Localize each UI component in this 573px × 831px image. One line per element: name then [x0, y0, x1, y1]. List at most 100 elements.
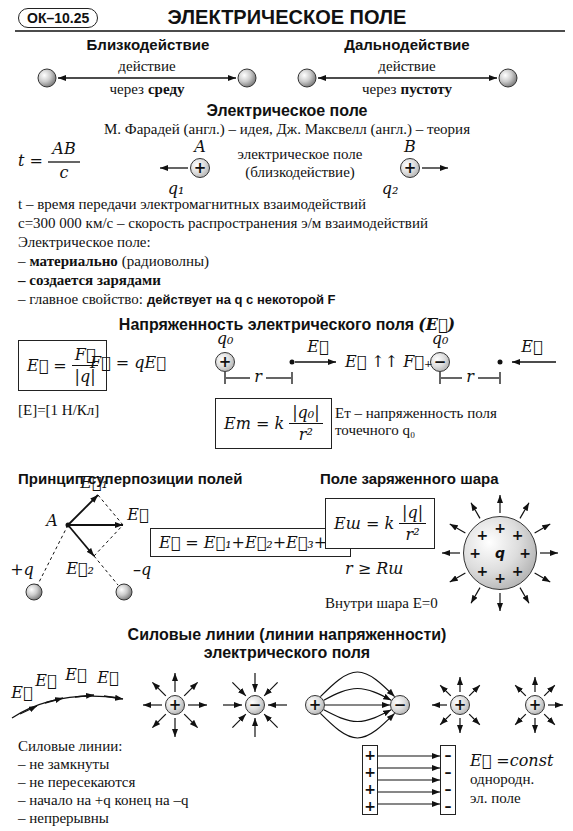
distance-line — [266, 377, 291, 378]
label: действует на q с некоторой F — [147, 293, 336, 308]
text-row: эл. поле — [470, 790, 521, 807]
label: A — [194, 138, 206, 156]
node-text: + — [469, 546, 481, 560]
node-text: – — [445, 782, 452, 796]
label: E⃗ — [65, 666, 86, 684]
text-row: (близкодействие) — [245, 164, 355, 181]
point — [498, 360, 503, 365]
label: (близкодействие) — [245, 164, 355, 181]
capacitor-plate: ++++ — [362, 745, 378, 815]
text-row: E⃗ — [307, 338, 328, 356]
field-arrow — [160, 167, 188, 168]
text-row: действие — [378, 58, 435, 75]
label: E⃗ — [127, 506, 148, 524]
node-text: – — [445, 765, 452, 779]
label: E⃗₂ — [66, 560, 94, 578]
text-row: однородн. — [470, 771, 534, 788]
label: – начало на +q конец на –q — [18, 792, 188, 809]
label: r ≥ Rш — [345, 560, 403, 578]
ball — [38, 69, 56, 87]
label: t – время передачи электромагнитных взаи… — [18, 196, 366, 213]
field-line — [232, 714, 245, 727]
field-line — [469, 685, 480, 696]
tangent-vector — [104, 696, 123, 699]
label: E⃗ — [11, 684, 32, 702]
field-line — [440, 685, 451, 696]
formula-box: E⃗ = E⃗₁+E⃗₂+E⃗₃+... — [150, 528, 351, 557]
label: t = — [18, 152, 43, 170]
field-lines — [143, 495, 563, 737]
node-text: |q| — [399, 503, 426, 524]
label: Поле заряженного шара — [320, 470, 499, 487]
ball — [238, 69, 256, 87]
charged-sphere: ++++++++q — [463, 516, 537, 590]
node-text: Eт = k — [224, 414, 284, 433]
text-row: r ≥ Rш — [345, 560, 403, 578]
label: r — [254, 368, 262, 386]
node-text: r² — [299, 424, 313, 444]
field-line — [540, 552, 558, 553]
node-text: − — [434, 355, 447, 370]
field-line — [459, 718, 460, 733]
field-line — [471, 588, 480, 604]
tangent-vector — [75, 695, 94, 697]
fraction: |q₀|r² — [289, 403, 322, 444]
header-rule — [15, 30, 565, 32]
text-row: Напряженность электрического поля(E⃗) — [119, 316, 455, 334]
text-row: черезсреду — [109, 81, 184, 98]
text-row: Принцип суперпозиции полей — [18, 470, 242, 487]
vector-e2 — [68, 525, 94, 556]
node-text: – — [445, 748, 452, 762]
ball — [298, 69, 316, 87]
label: через — [362, 81, 396, 98]
text-row: r — [466, 368, 474, 386]
charge-circle: − — [430, 352, 450, 372]
label: – не пересекаются — [18, 774, 135, 791]
distance-line — [478, 377, 499, 378]
field-line — [188, 704, 207, 705]
text-row: Eт – напряженность поля точечного q₀ — [335, 405, 530, 440]
node-text: E⃗ = E⃗₁+E⃗₂+E⃗₃+... — [159, 533, 342, 552]
text-row: Электрическое поле — [207, 102, 368, 120]
fraction: |q|r² — [399, 503, 426, 544]
text-row: – главное свойство:действует на q с неко… — [18, 291, 336, 308]
node-text: + — [512, 528, 524, 542]
text-row: E⃗ ↑↑ F⃗₊ — [345, 353, 432, 371]
text-row: –q — [133, 561, 151, 579]
field-line-connector — [378, 791, 440, 792]
label: эл. поле — [470, 790, 521, 807]
field-line — [223, 704, 242, 705]
fraction-bar — [48, 161, 80, 162]
node-text: + — [454, 698, 467, 713]
formula-box: Eт = k |q₀|r² — [215, 398, 332, 449]
connectors — [320, 672, 440, 804]
charge-ball — [26, 584, 42, 600]
vector-e1 — [68, 495, 98, 525]
text-row: c — [60, 164, 69, 182]
field-line — [432, 704, 447, 705]
field-line — [143, 704, 162, 705]
label: E⃗ ↑↑ F⃗₊ — [345, 353, 432, 371]
field-line — [450, 524, 466, 533]
label: –q — [133, 561, 151, 579]
field-line — [254, 718, 255, 737]
charge-circle: + — [400, 158, 420, 178]
field-line — [548, 704, 563, 705]
label: E⃗ =const — [470, 752, 553, 770]
label: действие — [378, 58, 435, 75]
distance-tick — [224, 372, 225, 384]
label: – создается зарядами — [18, 272, 161, 289]
field-arrow — [422, 167, 448, 168]
dashed-line — [98, 495, 123, 525]
node-text: ОК–10.25 — [27, 10, 89, 26]
label: +q — [10, 561, 34, 579]
label: материально — [30, 253, 118, 270]
field-line — [268, 704, 287, 705]
text-row: B — [404, 138, 416, 156]
text-row: Электрическое поле: — [18, 234, 151, 251]
label: E⃗ — [35, 672, 56, 690]
page-title: ЭЛЕКТРИЧЕСКОЕ ПОЛЕ — [168, 6, 407, 29]
label: E⃗ — [97, 669, 118, 687]
label: Электрическое поле: — [18, 234, 151, 251]
text-row: q₂ — [382, 180, 399, 198]
